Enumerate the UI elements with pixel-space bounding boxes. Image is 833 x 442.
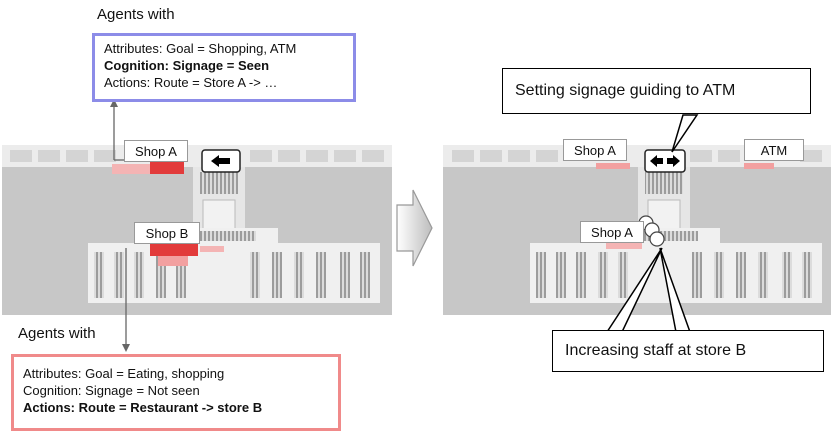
left-connectors: [113, 104, 127, 348]
block-arrow-right-icon: [396, 189, 433, 267]
bottom-agent-actions: Actions: Route = Restaurant -> store B: [23, 400, 263, 415]
top-agent-actions: Actions: Route = Store A -> …: [104, 75, 278, 90]
left-shop-a-label: Shop A: [124, 140, 188, 162]
arrow-head-down-icon: [122, 344, 130, 352]
top-agent-caption: Agents with: [97, 6, 175, 23]
double-arrow-sign-icon: [644, 149, 686, 173]
top-agent-cognition: Cognition: Signage = Seen: [104, 58, 270, 73]
right-shop-a-label: Shop A: [563, 139, 627, 161]
right-shop-a-lower-label: Shop A: [580, 221, 644, 243]
top-agent-info-box: Attributes: Goal = Shopping, ATM Cogniti…: [92, 33, 356, 102]
bottom-agent-attributes: Attributes: Goal = Eating, shopping: [23, 366, 225, 381]
right-callout-pointers: [605, 114, 699, 333]
left-floor-map: [2, 145, 392, 315]
bottom-agent-cognition: Cognition: Signage = Not seen: [23, 383, 200, 398]
arrow-head-up-icon: [110, 99, 118, 107]
right-hotspots: [596, 163, 774, 249]
left-hotspots: [112, 162, 224, 266]
top-agent-attributes: Attributes: Goal = Shopping, ATM: [104, 41, 297, 56]
atm-label: ATM: [744, 139, 804, 161]
left-arrow-sign-icon: [201, 149, 241, 173]
bottom-agent-caption: Agents with: [18, 325, 96, 342]
left-shop-b-label: Shop B: [134, 222, 200, 244]
staff-callout: Increasing staff at store B: [552, 330, 824, 372]
right-floor-map: [443, 145, 831, 315]
signage-callout: Setting signage guiding to ATM: [502, 68, 811, 114]
bottom-agent-info-box: Attributes: Goal = Eating, shopping Cogn…: [11, 354, 341, 431]
